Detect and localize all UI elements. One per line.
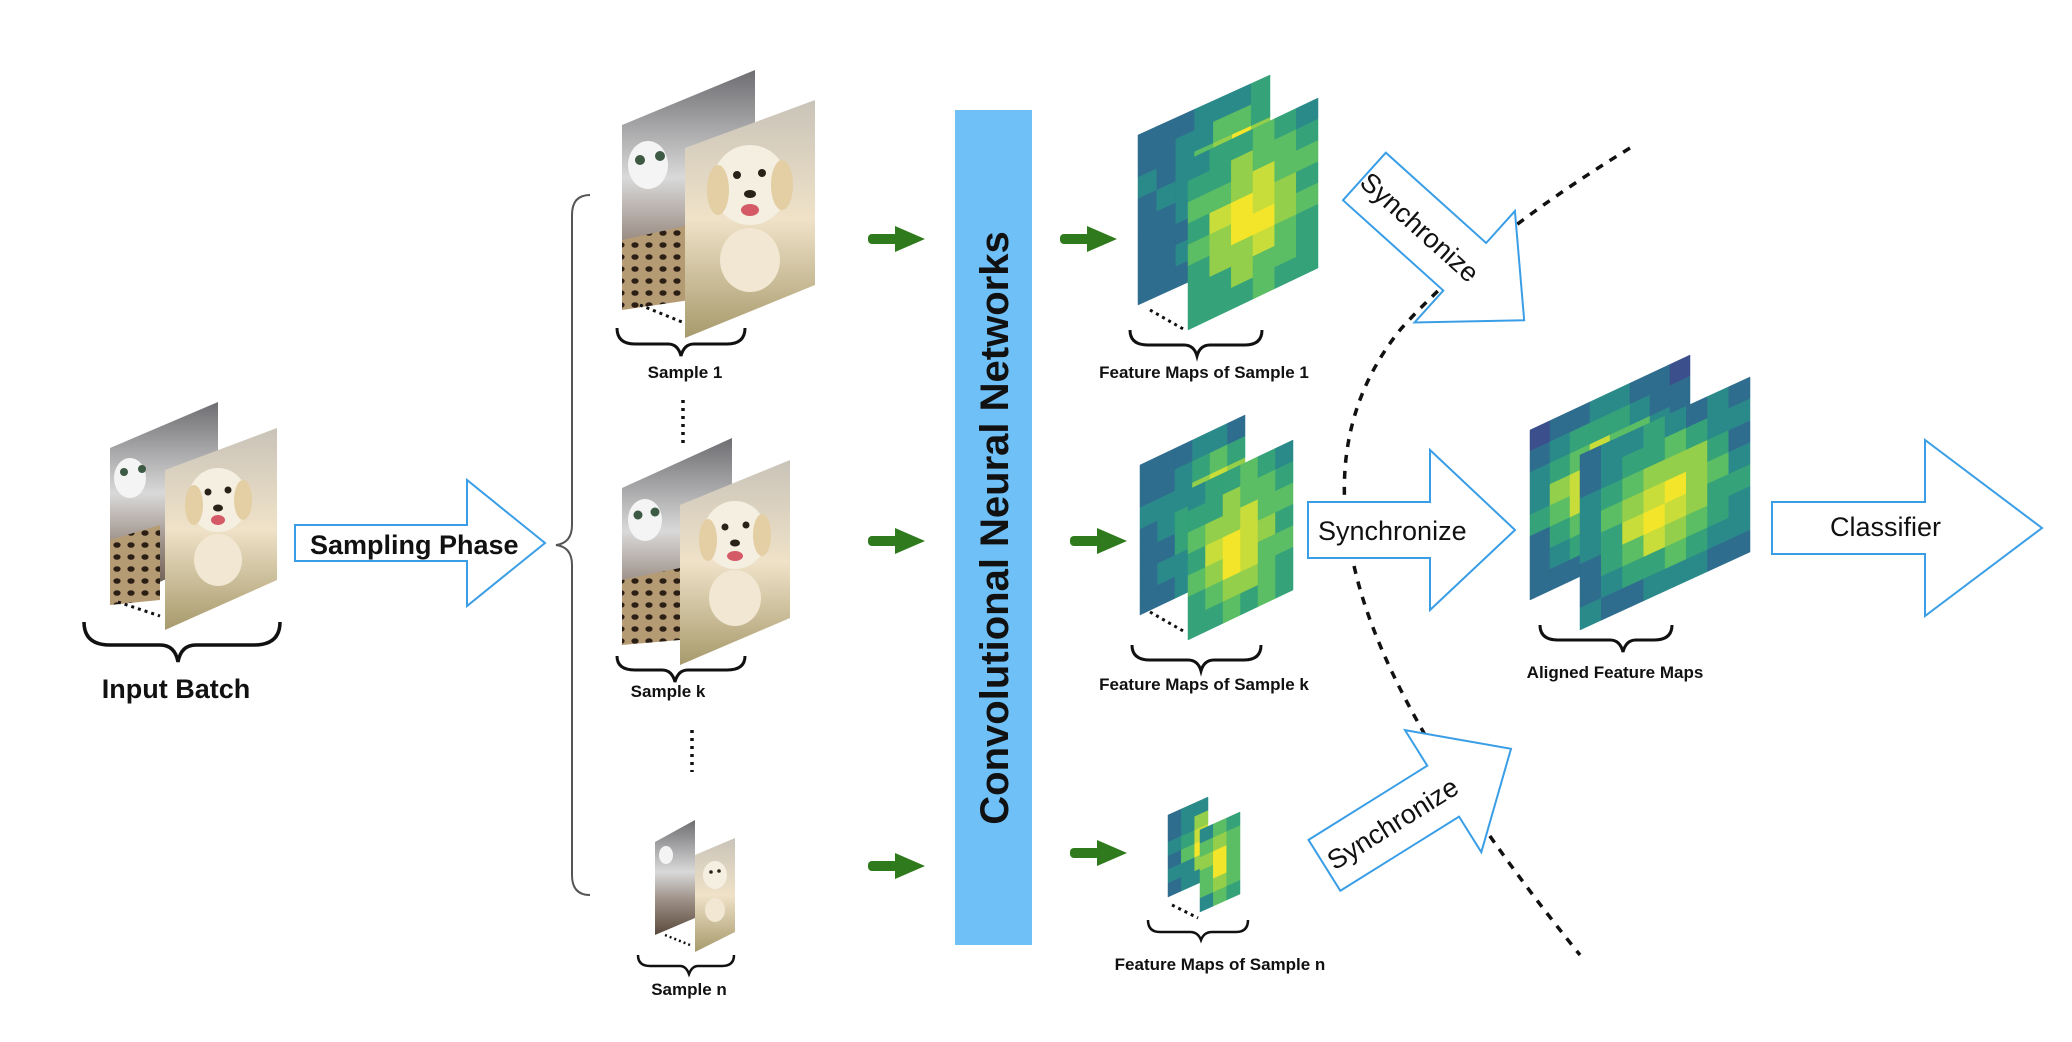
feature-maps-n-label: Feature Maps of Sample n <box>1115 955 1326 974</box>
sample-n-brace <box>636 954 736 978</box>
synchronize-arrow-top: Synchronize <box>1341 151 1526 324</box>
sample-k-label: Sample k <box>631 682 706 701</box>
sample-1-label: Sample 1 <box>648 363 723 382</box>
sample-1-images <box>622 70 815 338</box>
aligned-label: Aligned Feature Maps <box>1527 663 1704 682</box>
green-arrow-n <box>868 853 925 879</box>
input-batch-label: Input Batch <box>102 674 251 704</box>
sample-1-brace <box>615 327 747 357</box>
stack-dots <box>1149 610 1186 634</box>
green-arrow-1 <box>868 226 925 252</box>
sample-k-brace <box>615 655 747 683</box>
sample-n-images <box>655 820 735 952</box>
feature-maps-sample-n <box>1167 796 1241 920</box>
heatmap-cell <box>1275 568 1294 599</box>
cnn-label: Convolutional Neural Networks <box>973 231 1017 824</box>
synchronize-arrow-bottom: Synchronize <box>1307 728 1513 893</box>
feature-maps-n-brace <box>1146 919 1250 944</box>
heatmap-cell <box>1728 529 1751 563</box>
feature-maps-k-brace <box>1130 644 1263 677</box>
samples-brace <box>555 194 591 896</box>
dog-image <box>165 428 277 630</box>
sampling-phase-label: Sampling Phase <box>310 530 519 560</box>
green-arrow-out-1 <box>1060 226 1117 252</box>
synchronize-arrow-middle: Synchronize <box>1307 447 1517 613</box>
stack-dots <box>1171 903 1199 920</box>
aligned-feature-maps <box>1529 354 1751 631</box>
classifier-label: Classifier <box>1830 512 1941 542</box>
input-brace <box>82 621 282 663</box>
classifier-arrow <box>1771 437 2044 619</box>
cnn-block <box>955 110 1032 945</box>
feature-maps-sample-k <box>1139 414 1294 641</box>
sample-k-images <box>622 438 790 665</box>
input-batch-images <box>110 402 277 630</box>
synchronize-middle-label: Synchronize <box>1318 516 1467 546</box>
green-arrow-out-n <box>1070 840 1127 866</box>
sample-n-label: Sample n <box>651 980 727 999</box>
aligned-brace <box>1538 624 1674 653</box>
feature-maps-1-brace <box>1128 329 1264 362</box>
green-arrow-k <box>868 528 925 554</box>
heatmap-cell <box>1226 879 1241 901</box>
sampling-phase-arrow <box>294 477 547 609</box>
green-arrow-out-k <box>1070 528 1127 554</box>
heatmap-cell <box>1296 246 1319 279</box>
feature-maps-k-label: Feature Maps of Sample k <box>1099 675 1309 694</box>
feature-maps-1-label: Feature Maps of Sample 1 <box>1099 363 1309 382</box>
stack-dots <box>117 600 161 618</box>
feature-maps-sample-1 <box>1137 74 1319 332</box>
stack-dots <box>1149 308 1186 332</box>
